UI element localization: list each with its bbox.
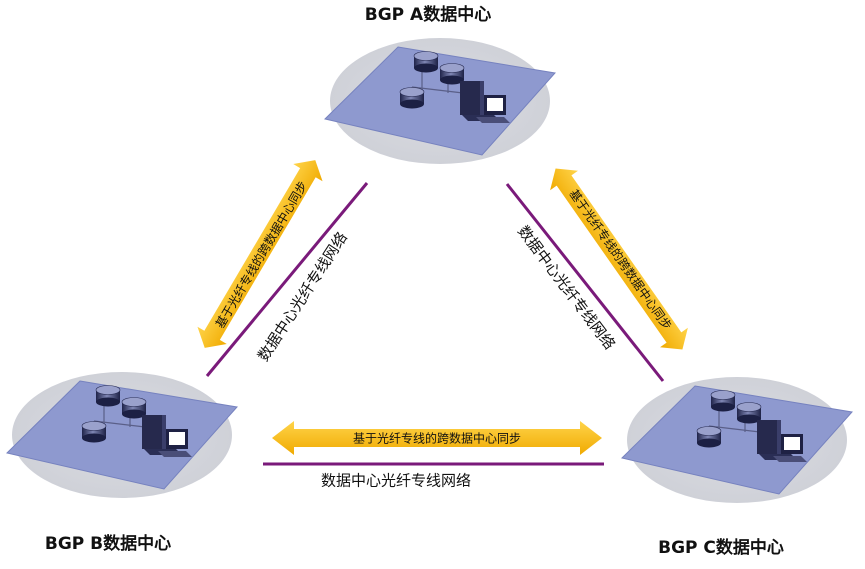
datacenter-b-icon	[7, 372, 237, 498]
network-label-bc: 数据中心光纤专线网络	[321, 472, 471, 490]
network-line-ac	[505, 183, 665, 382]
network-line-ab	[205, 182, 369, 377]
datacenter-c-title: BGP C数据中心	[658, 537, 784, 558]
datacenter-b-title: BGP B数据中心	[45, 533, 171, 554]
sync-label-bc: 基于光纤专线的跨数据中心同步	[353, 431, 521, 446]
datacenter-a-icon	[325, 38, 555, 164]
datacenter-a-title: BGP A数据中心	[365, 4, 491, 25]
datacenter-c-icon	[622, 377, 852, 503]
